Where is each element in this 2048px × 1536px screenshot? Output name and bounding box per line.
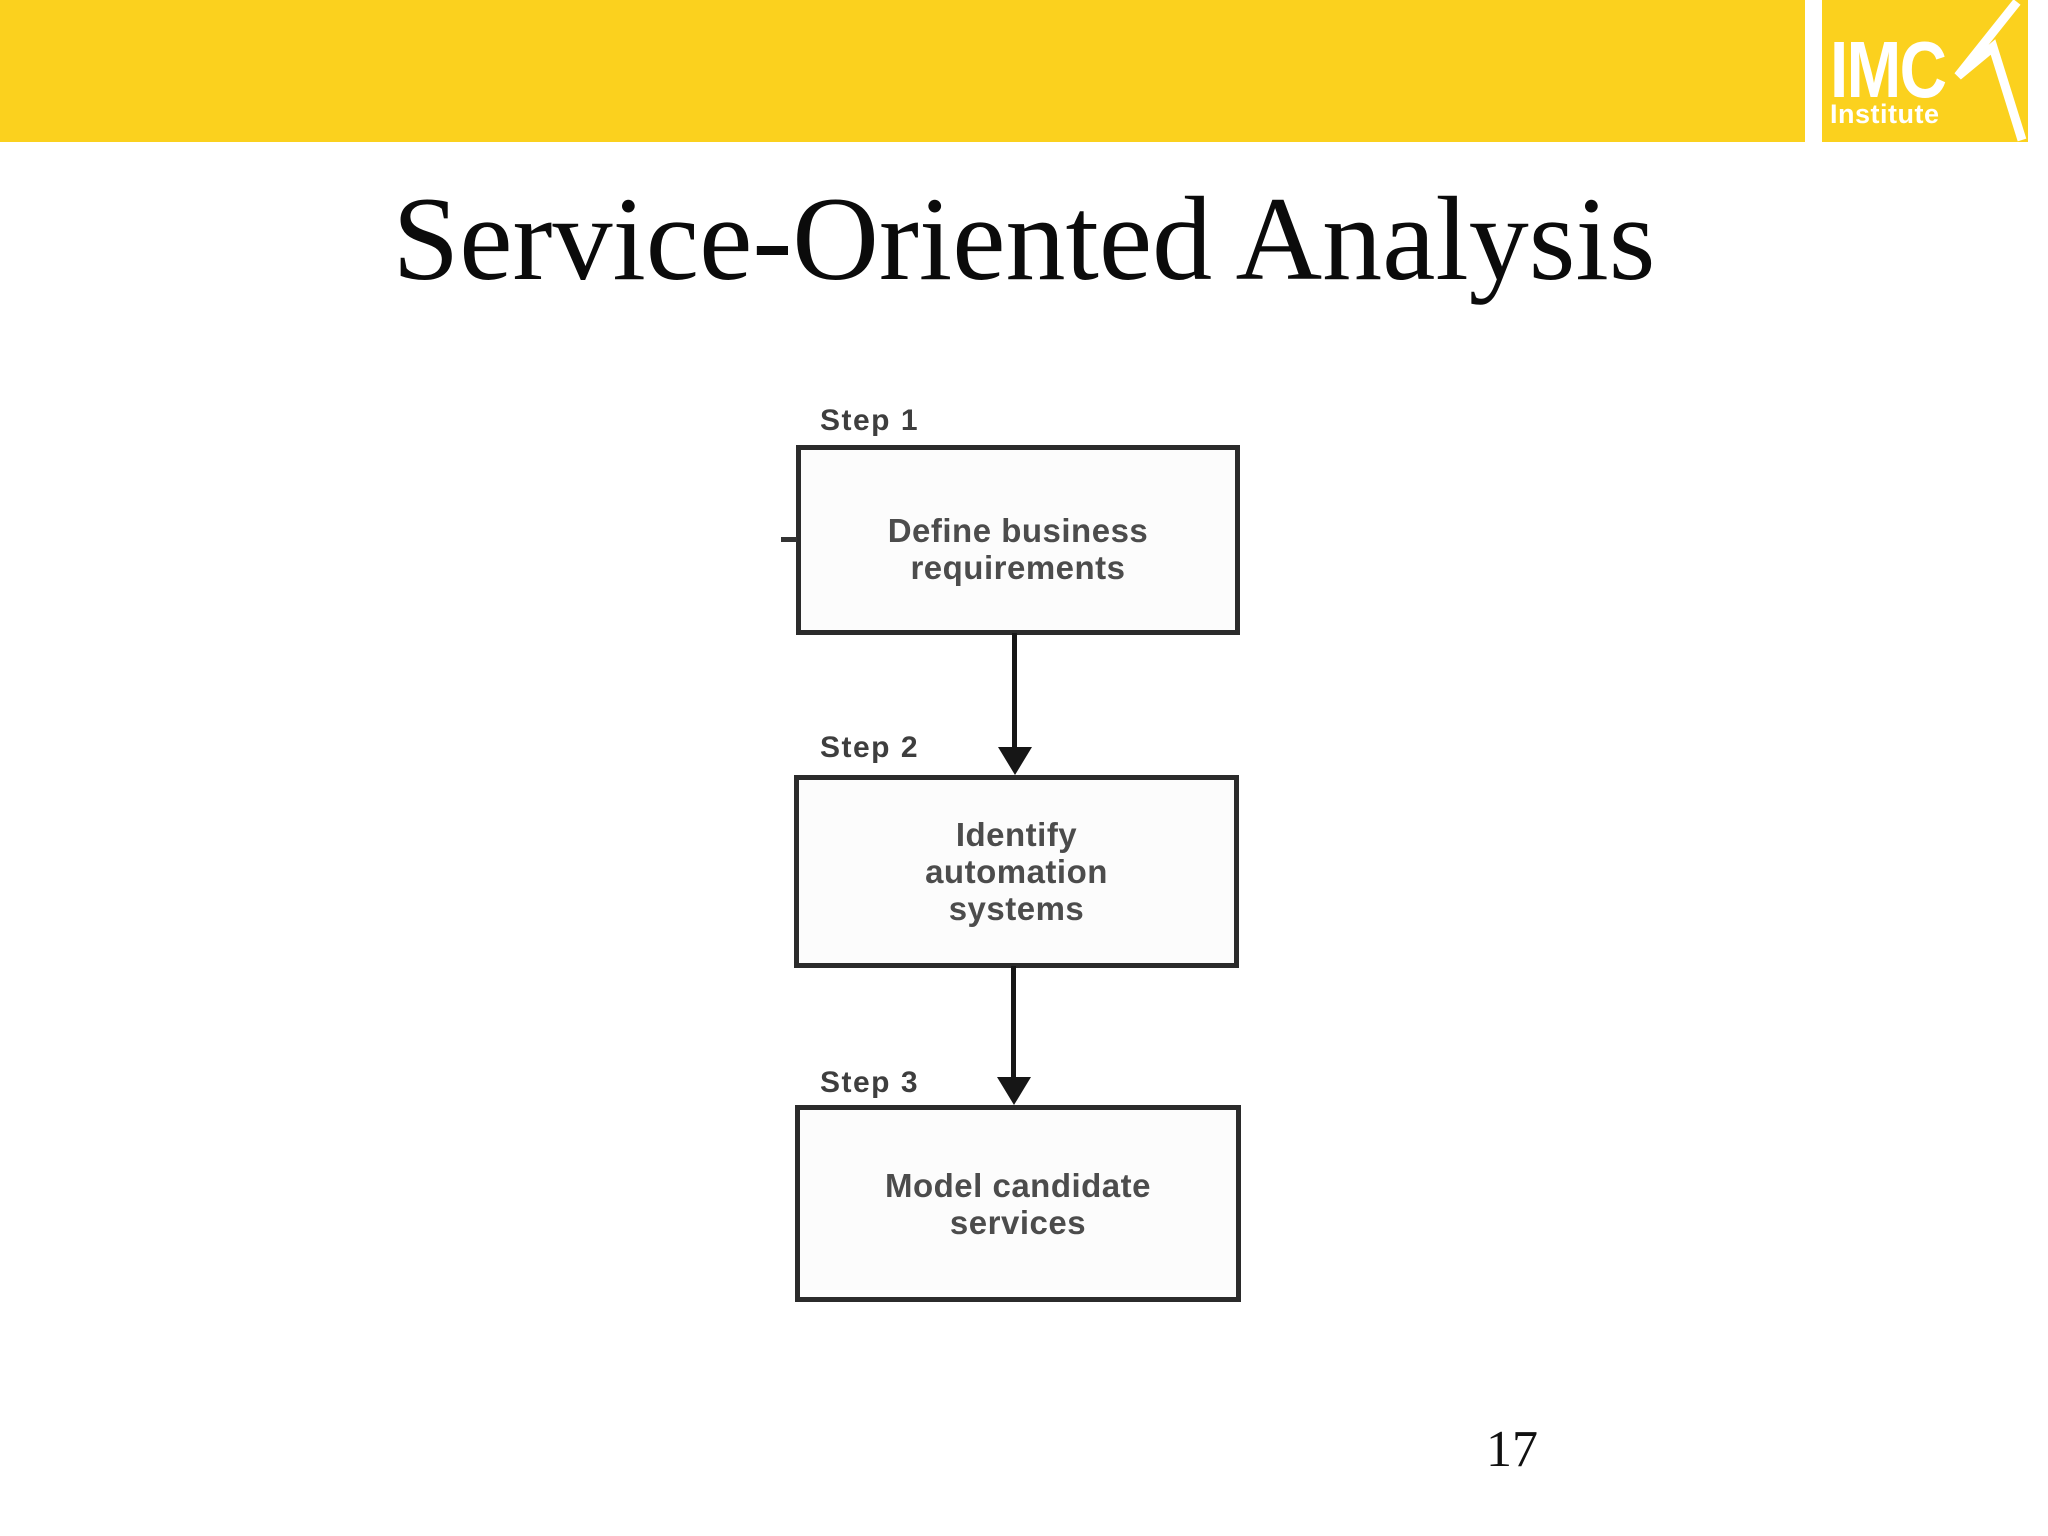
step1-text-line: Define business xyxy=(887,512,1149,549)
step3-text-line: Model candidate xyxy=(884,1166,1152,1204)
step2-label: Step 2 xyxy=(820,731,920,764)
step2-text-line: automation xyxy=(925,853,1108,890)
header-bar xyxy=(0,0,1805,142)
arrowhead xyxy=(997,1077,1031,1105)
arrow-line xyxy=(1011,966,1016,1079)
step2-text-line: Identify xyxy=(955,816,1078,853)
step3-label: Step 3 xyxy=(820,1066,920,1099)
step2-box: Identify automation systems xyxy=(794,775,1239,968)
step1-text-line: requirements xyxy=(910,549,1126,586)
step1-box: Define business requirements xyxy=(796,445,1240,635)
step3-box: Model candidate services xyxy=(795,1105,1241,1302)
step2-text-line: systems xyxy=(948,890,1085,927)
arrow-line xyxy=(1012,633,1017,749)
logo-acronym: IMC xyxy=(1830,25,1947,114)
imc-institute-logo: IMC Institute xyxy=(1822,0,2028,142)
imc-chevron-icon xyxy=(1954,0,2027,142)
page-number: 17 xyxy=(1486,1421,1538,1478)
logo-subtitle: Institute xyxy=(1830,99,1940,129)
left-tick-mark xyxy=(781,537,797,542)
step3-text-line: services xyxy=(949,1203,1087,1241)
step1-label: Step 1 xyxy=(820,404,920,437)
slide-title: Service-Oriented Analysis xyxy=(392,172,1656,305)
arrowhead xyxy=(998,747,1032,775)
